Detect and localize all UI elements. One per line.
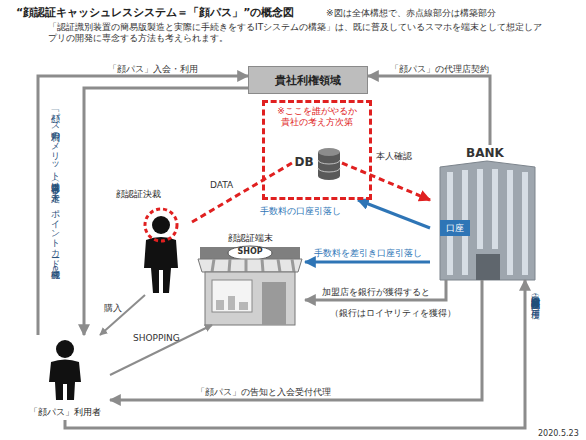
flow-connector [305,261,430,264]
diagram-title: “顔認証キャッシュレスシステム＝「顔パス」”の概念図 [16,5,316,20]
account-box: 口座 [440,220,470,236]
edge-label: 手数料の口座引落し [260,205,360,218]
edge-label: 「顔パス」の代理店契約 [390,63,520,76]
node-text: BANK [430,146,540,160]
user-figure [49,340,81,400]
edge-label: 「顔パス」入会・利用 [108,63,238,76]
db-cylinder [318,152,340,180]
db-top [318,148,340,156]
flow-connector [110,280,482,400]
flow-connector [368,76,490,145]
node-text: ※ここを誰がやるか 貴社の考え方次第 [269,106,365,128]
shop-door [262,282,286,325]
shop-body [205,272,295,325]
flow-connector [342,163,430,200]
user-node: 「顔パス」利用者 [20,335,110,420]
shop-roof [200,247,300,259]
node-text: SHOP [225,247,275,256]
bank-door [476,254,500,280]
edge-label: 手数料を差引き口座引落し [314,247,434,260]
shop-window [212,280,252,312]
date-stamp: 2020.5.23 [538,429,584,438]
person-body [49,360,81,401]
database-icon [318,148,340,180]
db-rings [318,160,340,172]
database-node: DB [292,145,342,181]
payer-figure [144,209,178,293]
face-scan-circle [145,209,177,241]
flow-connector [84,88,248,335]
bank-window [507,170,513,275]
flow-connector [110,325,212,375]
note-text: （銀行はロイヤリティを獲得） [330,307,480,320]
person-head [56,340,74,358]
shop-goods [216,296,248,310]
bank-illustration [440,161,535,280]
node-text: 「顔パス」利用者 [15,406,115,419]
flow-connector [358,200,430,228]
edge-label: 本人確認 [376,150,426,163]
edge-label: DATA [210,180,250,190]
bank-window [492,169,498,249]
flow-connector [305,280,446,300]
shop-awning [198,259,302,272]
bank-building [440,161,535,280]
node-text: DB [292,155,316,169]
node-text: 貴社利権領域 [249,73,367,88]
node-text: 口座 [440,222,470,235]
bank-window [522,172,528,275]
edge-label: 口座開設・入金（貯金） （預金残高分が使用可） [530,290,560,406]
description-text: 「認証識別装置の簡易版製造と実際に手続きをするITシステムの構築」は、既に普及し… [48,22,548,44]
rights-area-box: 貴社利権領域 [248,66,368,94]
edge-label: 購入 [104,302,128,315]
shop-node: 顔認証端末 SHOP [195,232,305,325]
edge-label: 「顔パス」の告知と入会受付代理 [196,386,366,399]
payer-node: 顔認証決裁 [130,188,192,295]
person-body [144,237,178,293]
edge-label: 「顔パス」利用のメリット享受（内容は未定） ex:ポイントカード機能 etc [50,106,80,311]
bank-node: BANK 口座 [430,145,540,280]
build-scope-box: ※ここを誰がやるか 貴社の考え方次第 DB [262,100,372,200]
edge-label: SHOPPING [133,333,193,343]
flow-connector [38,76,248,335]
awning-stripes [212,259,294,272]
flow-connector [65,280,525,428]
note-text: ※図は全体構想で、赤点線部分は構築部分 [326,7,576,20]
person-head [152,216,170,234]
node-text: 顔認証決裁 [116,188,176,201]
bank-window [477,169,483,249]
shop-illustration [198,246,302,325]
flow-connector [100,295,145,335]
edge-label: 加盟店を銀行が獲得すると [322,286,442,299]
node-text: 顔認証端末 [210,232,290,245]
